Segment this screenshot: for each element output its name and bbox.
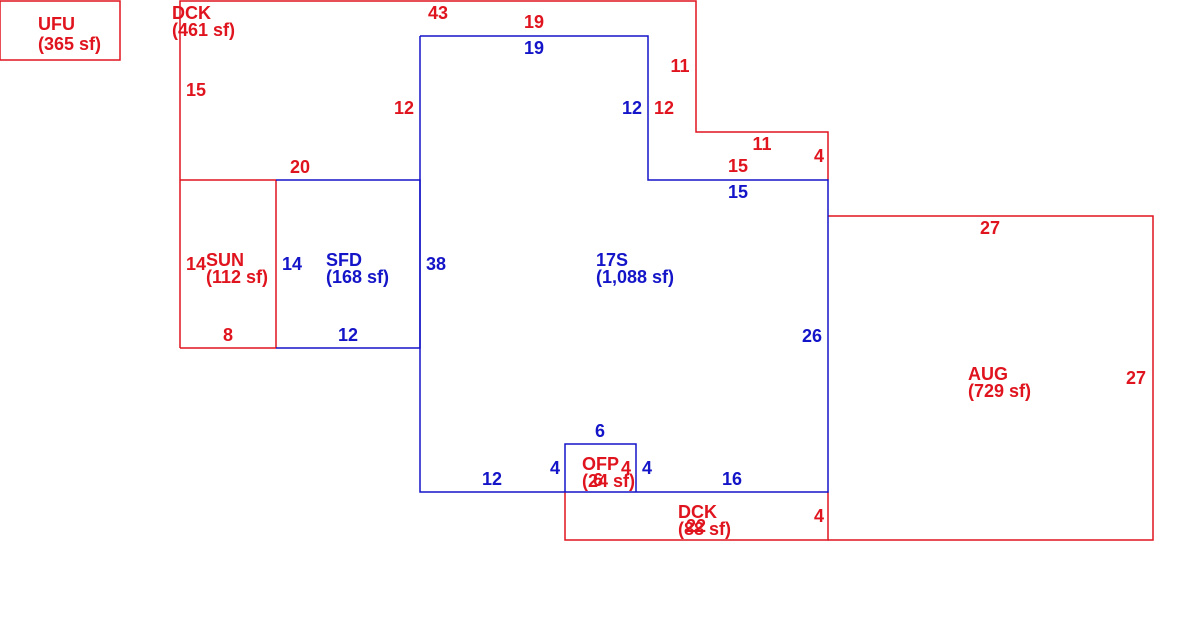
dck-top-area: (461 sf) (172, 20, 235, 40)
dck-bottom-outline (564, 492, 829, 541)
ofp-name: OFP (582, 454, 619, 474)
dim-12-blue-right: 12 (622, 98, 642, 118)
dim-14-sun: 14 (186, 254, 206, 274)
ofp-area: (24 sf) (582, 471, 635, 491)
blue-outlines (276, 35, 829, 493)
dim-4-ofp-inner: 4 (621, 458, 631, 478)
sfd-area: (168 sf) (326, 267, 389, 287)
dim-11-top-right: 11 (670, 56, 689, 76)
dim-38: 38 (426, 254, 446, 274)
dim-4-dck-top: 4 (814, 146, 824, 166)
ufu-area: (365 sf) (38, 34, 101, 54)
dck-top-name: DCK (172, 3, 211, 23)
dim-27-aug-top: 27 (980, 218, 1000, 238)
dck-bottom-name: DCK (678, 502, 717, 522)
aug-name: AUG (968, 364, 1008, 384)
dim-8-sun: 8 (223, 325, 233, 345)
dim-14-sfd: 14 (282, 254, 302, 274)
main-area: (1,088 sf) (596, 267, 674, 287)
ufu-outline (0, 0, 121, 61)
ofp-outline (564, 443, 637, 492)
dim-27-aug-right: 27 (1126, 368, 1146, 388)
dck-bottom-area: (88 sf) (678, 519, 731, 539)
dim-19-blue: 19 (524, 38, 544, 58)
dim-15-red-inner: 15 (728, 156, 748, 176)
dim-12-red-right: 12 (654, 98, 674, 118)
dim-26: 26 (802, 326, 822, 346)
red-outlines (0, 0, 1154, 541)
dim-12-main-bottom: 12 (482, 469, 502, 489)
dim-15-blue: 15 (728, 182, 748, 202)
sun-name: SUN (206, 250, 244, 270)
dim-19-red: 19 (524, 12, 544, 32)
ufu-name: UFU (38, 14, 75, 34)
dim-16: 16 (722, 469, 742, 489)
dim-4-dck-bottom: 4 (814, 506, 824, 526)
dim-6-ofp: 6 (595, 421, 605, 441)
dck-top-outline (179, 0, 829, 180)
dim-22-dck-bottom: 22 (686, 516, 706, 536)
main-outline (419, 35, 829, 493)
aug-area: (729 sf) (968, 381, 1031, 401)
dim-12-red-left: 12 (394, 98, 414, 118)
main-name: 17S (596, 250, 628, 270)
dim-6-ofp-inner: 6 (593, 470, 603, 490)
dim-4-ofp-right: 4 (642, 458, 652, 478)
dim-15-dck-left: 15 (186, 80, 206, 100)
dim-20: 20 (290, 157, 310, 177)
dim-43: 43 (428, 3, 448, 23)
sfd-name: SFD (326, 250, 362, 270)
dim-11-step: 11 (752, 134, 771, 154)
dim-12-sfd: 12 (338, 325, 358, 345)
aug-outline (828, 215, 1154, 541)
dim-4-ofp-left: 4 (550, 458, 560, 478)
sfd-outline (276, 179, 421, 349)
sun-area: (112 sf) (206, 267, 268, 287)
